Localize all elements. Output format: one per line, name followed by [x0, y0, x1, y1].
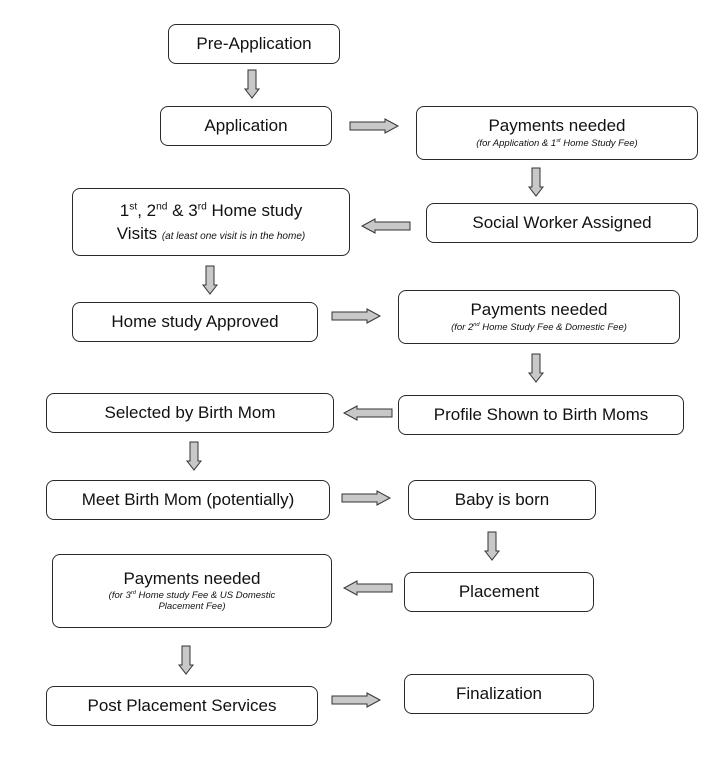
arrow-right-post-placement-to-finalization	[330, 692, 382, 708]
meet-birth-mom-label: Meet Birth Mom (potentially)	[81, 490, 295, 510]
payments-needed-title-1: Payments needed	[488, 116, 626, 136]
profile-shown-label: Profile Shown to Birth Moms	[433, 405, 649, 425]
selected-by-birth-mom-box: Selected by Birth Mom	[46, 393, 334, 433]
payments-needed-note-2: (for 2nd Home Study Fee & Domestic Fee)	[451, 321, 627, 333]
baby-is-born-label: Baby is born	[454, 490, 550, 510]
arrow-right-meet-to-baby	[340, 490, 392, 506]
placement-box: Placement	[404, 572, 594, 612]
arrow-down-payments-to-post-placement	[178, 644, 194, 676]
home-study-visits-line2: Visits (at least one visit is in the hom…	[116, 223, 306, 243]
home-study-visits-box: 1st, 2nd & 3rd Home study Visits (at lea…	[72, 188, 350, 256]
arrow-down-payments-to-profile	[528, 352, 544, 384]
payments-needed-box-2: Payments needed (for 2nd Home Study Fee …	[398, 290, 680, 344]
payments-needed-title-3: Payments needed	[123, 568, 261, 588]
profile-shown-box: Profile Shown to Birth Moms	[398, 395, 684, 435]
arrow-left-placement-to-payments	[342, 580, 394, 596]
arrow-down-baby-to-placement	[484, 530, 500, 562]
payments-needed-box-1: Payments needed (for Application & 1st H…	[416, 106, 698, 160]
baby-is-born-box: Baby is born	[408, 480, 596, 520]
home-study-approved-label: Home study Approved	[111, 312, 279, 332]
finalization-label: Finalization	[456, 684, 542, 704]
social-worker-assigned-label: Social Worker Assigned	[472, 213, 652, 233]
finalization-box: Finalization	[404, 674, 594, 714]
payments-needed-note-1: (for Application & 1st Home Study Fee)	[476, 137, 638, 149]
application-label: Application	[204, 116, 288, 136]
social-worker-assigned-box: Social Worker Assigned	[426, 203, 698, 243]
payments-needed-note-3: (for 3rd Home study Fee & US Domestic	[108, 590, 276, 602]
arrow-down-selected-to-meet	[186, 440, 202, 472]
arrow-down-payments-to-social-worker	[528, 166, 544, 198]
arrow-down-visits-to-approved	[202, 264, 218, 296]
pre-application-box: Pre-Application	[168, 24, 340, 64]
home-study-visits-line1: 1st, 2nd & 3rd Home study	[119, 200, 303, 220]
placement-label: Placement	[458, 582, 540, 602]
arrow-down-pre-to-application	[244, 68, 260, 100]
payments-needed-title-2: Payments needed	[470, 300, 608, 320]
payments-needed-box-3: Payments needed (for 3rd Home study Fee …	[52, 554, 332, 628]
selected-by-birth-mom-label: Selected by Birth Mom	[104, 403, 276, 423]
post-placement-services-box: Post Placement Services	[46, 686, 318, 726]
arrow-right-approved-to-payments	[330, 308, 382, 324]
arrow-left-profile-to-selected	[342, 405, 394, 421]
payments-needed-note-3-line2: Placement Fee)	[158, 601, 226, 613]
meet-birth-mom-box: Meet Birth Mom (potentially)	[46, 480, 330, 520]
arrow-left-social-worker-to-visits	[360, 218, 412, 234]
pre-application-label: Pre-Application	[196, 34, 312, 54]
home-study-approved-box: Home study Approved	[72, 302, 318, 342]
application-box: Application	[160, 106, 332, 146]
post-placement-services-label: Post Placement Services	[87, 696, 277, 716]
arrow-right-application-to-payments	[348, 118, 400, 134]
